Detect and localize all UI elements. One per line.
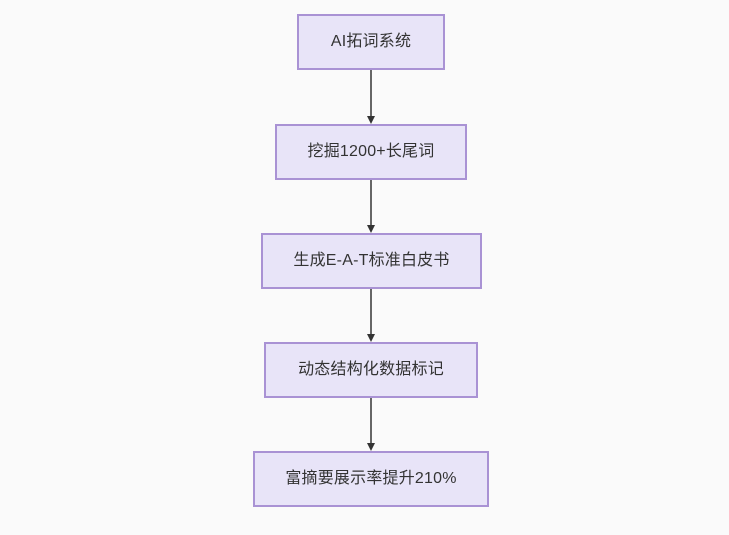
edge-line	[370, 70, 372, 116]
edge-line	[370, 289, 372, 334]
flowchart-node-label: AI拓词系统	[330, 33, 412, 50]
flowchart-node-n1[interactable]: AI拓词系统	[297, 14, 445, 70]
arrow-down-icon	[367, 443, 375, 451]
flowchart-node-n5[interactable]: 富摘要展示率提升210%	[253, 451, 489, 507]
arrow-down-icon	[367, 225, 375, 233]
flowchart-node-label: 动态结构化数据标记	[298, 361, 444, 378]
flowchart-node-n2[interactable]: 挖掘1200+长尾词	[275, 124, 467, 180]
flowchart-node-n4[interactable]: 动态结构化数据标记	[264, 342, 478, 398]
arrow-down-icon	[367, 116, 375, 124]
flowchart-edge-n2-n3	[367, 180, 376, 233]
flowchart-edge-n1-n2	[367, 70, 376, 124]
flowchart-edge-n4-n5	[367, 398, 376, 451]
edge-line	[370, 180, 372, 225]
flowchart-node-label: 生成E-A-T标准白皮书	[293, 252, 450, 269]
flowchart-node-n3[interactable]: 生成E-A-T标准白皮书	[261, 233, 482, 289]
flowchart-edge-n3-n4	[367, 289, 376, 342]
arrow-down-icon	[367, 334, 375, 342]
flowchart-node-label: 富摘要展示率提升210%	[285, 470, 457, 487]
edge-line	[370, 398, 372, 443]
flowchart-node-label: 挖掘1200+长尾词	[307, 143, 435, 160]
